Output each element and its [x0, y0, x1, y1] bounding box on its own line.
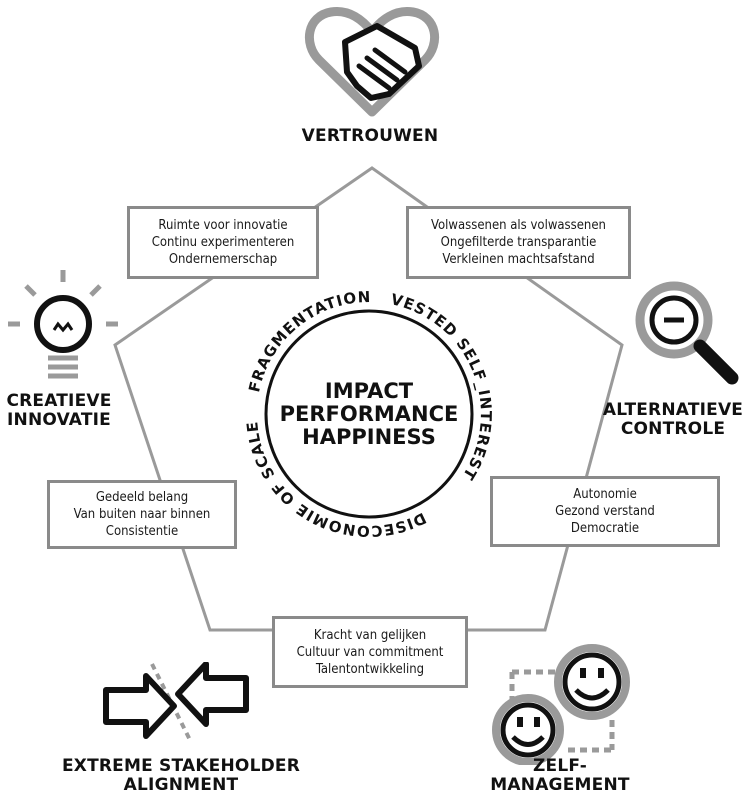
- magnifier-minus-icon: [635, 281, 739, 385]
- handshake-heart-icon: [305, 7, 439, 117]
- edge-box-top-left: Ruimte voor innovatie Continu experiment…: [127, 206, 319, 279]
- center-line-happiness: HAPPINESS: [302, 425, 436, 449]
- label-text: VERTROUWEN: [301, 126, 439, 146]
- edge-text: Volwassenen als volwassenen: [431, 218, 606, 233]
- edge-text: Van buiten naar binnen: [73, 507, 211, 522]
- edge-text: Continu experimenteren: [151, 235, 295, 250]
- edge-text: Consistentie: [105, 524, 179, 539]
- node-label-left: CREATIEVE INNOVATIE: [4, 392, 114, 430]
- label-text: CONTROLE: [620, 419, 726, 439]
- edge-text: Ondernemerschap: [168, 252, 278, 267]
- label-text: INNOVATIE: [7, 410, 111, 430]
- label-text: MANAGEMENT: [490, 775, 630, 795]
- edge-text: Ongefilterde transparantie: [440, 235, 597, 250]
- edge-text: Cultuur van commitment: [296, 644, 444, 660]
- node-label-bottom-left: EXTREME STAKEHOLDER ALIGNMENT: [56, 757, 306, 795]
- label-text: ZELF-: [533, 756, 587, 776]
- edge-box-top-right: Volwassenen als volwassenen Ongefilterde…: [406, 206, 631, 279]
- edge-box-left: Gedeeld belang Van buiten naar binnen Co…: [47, 480, 237, 549]
- edge-text: Kracht van gelijken: [313, 627, 427, 643]
- edge-text: Gezond verstand: [555, 504, 655, 519]
- label-text: ALIGNMENT: [123, 775, 239, 795]
- smiley-faces-icon: [492, 644, 630, 765]
- edge-text: Talentontwikkeling: [315, 661, 425, 677]
- lightbulb-icon: [8, 270, 118, 379]
- center-line-performance: PERFORMANCE: [279, 402, 459, 426]
- edge-text: Ruimte voor innovatie: [158, 218, 288, 233]
- edge-text: Verkleinen machtsafstand: [442, 252, 595, 267]
- edge-box-bottom: Kracht van gelijken Cultuur van commitme…: [272, 616, 468, 688]
- node-label-top: VERTROUWEN: [290, 127, 450, 146]
- edge-box-right: Autonomie Gezond verstand Democratie: [490, 476, 720, 547]
- center-circle: [264, 309, 474, 519]
- label-text: CREATIEVE: [6, 391, 112, 411]
- node-label-bottom-right: ZELF- MANAGEMENT: [470, 757, 650, 795]
- opposing-arrows-icon: [103, 662, 249, 741]
- edge-text: Democratie: [570, 521, 640, 536]
- label-text: EXTREME STAKEHOLDER: [61, 756, 301, 776]
- node-label-right: ALTERNATIEVE CONTROLE: [598, 401, 748, 439]
- edge-text: Gedeeld belang: [95, 490, 189, 505]
- label-text: ALTERNATIEVE: [602, 400, 744, 420]
- center-text: IMPACT PERFORMANCE HAPPINESS: [270, 380, 468, 449]
- center-line-impact: IMPACT: [324, 379, 414, 403]
- edge-text: Autonomie: [573, 487, 637, 502]
